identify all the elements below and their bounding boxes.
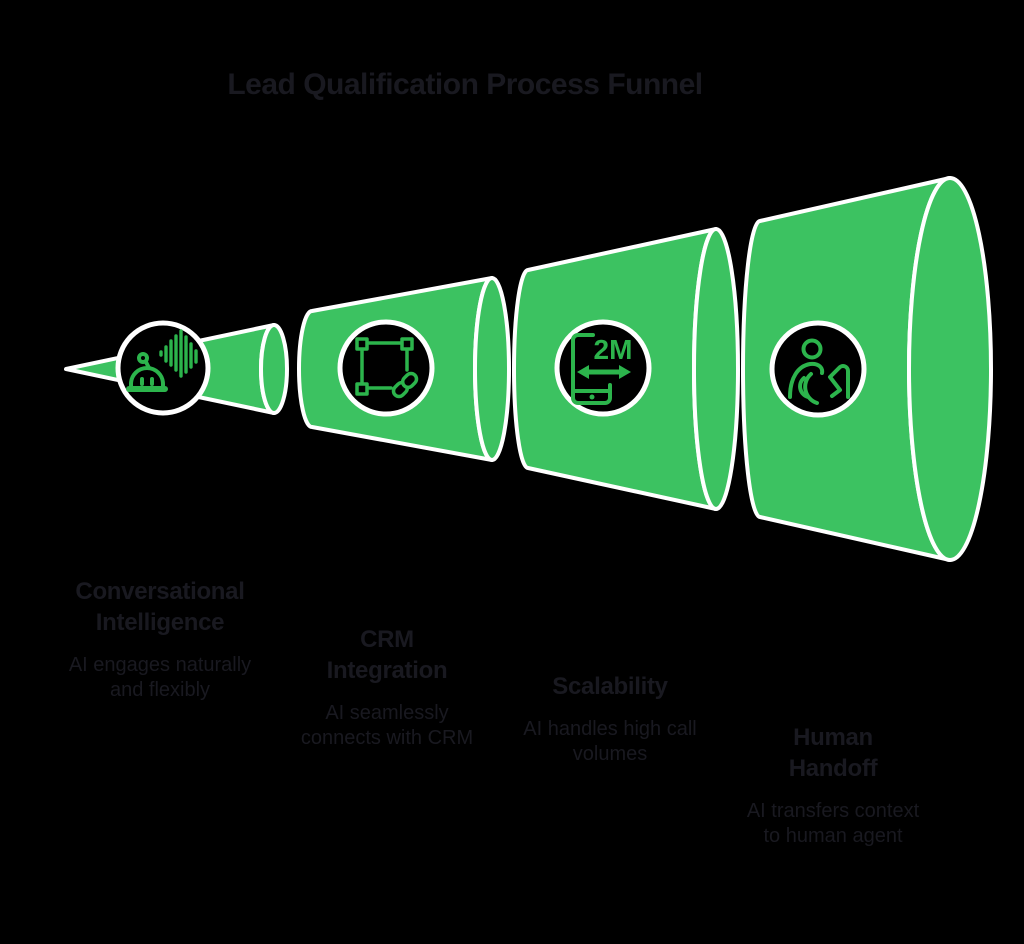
stage-description: AI seamlessly connects with CRM xyxy=(300,702,474,749)
segment-mouth-ellipse xyxy=(907,176,993,562)
stage-description: AI handles high call volumes xyxy=(523,718,697,765)
stage-icon-circle-crm xyxy=(337,319,435,417)
segment-mouth-ellipse xyxy=(473,276,511,462)
stage-heading: CRM Integration xyxy=(326,626,448,684)
segment-mouth-ellipse xyxy=(259,323,289,415)
stage-icon-circle-handoff xyxy=(769,320,867,418)
selection-chain-link-icon xyxy=(355,337,419,399)
stage-label-human-handoff: Human Handoff AI transfers context to hu… xyxy=(703,722,963,849)
phone-scale-icon: 2M xyxy=(571,333,633,405)
stage-heading: Conversational Intelligence xyxy=(75,578,245,636)
robot-voice-icon xyxy=(126,329,198,392)
stage-label-scalability: Scalability AI handles high call volumes xyxy=(480,671,740,767)
person-hand-wave-icon xyxy=(788,338,850,405)
page-title: Lead Qualification Process Funnel xyxy=(227,68,703,101)
stage-icon-circle-conversational xyxy=(115,320,211,416)
stage-description: AI engages naturally and flexibly xyxy=(68,654,252,701)
stage-label-crm-integration: CRM Integration AI seamlessly connects w… xyxy=(257,624,517,751)
stage-heading: Human Handoff xyxy=(788,724,878,782)
segment-mouth-ellipse xyxy=(692,227,740,511)
stage-description: AI transfers context to human agent xyxy=(746,800,920,847)
two-million-badge: 2M xyxy=(594,334,633,365)
stage-heading: Scalability xyxy=(552,673,668,700)
stage-label-conversational-intelligence: Conversational Intelligence AI engages n… xyxy=(30,576,290,703)
